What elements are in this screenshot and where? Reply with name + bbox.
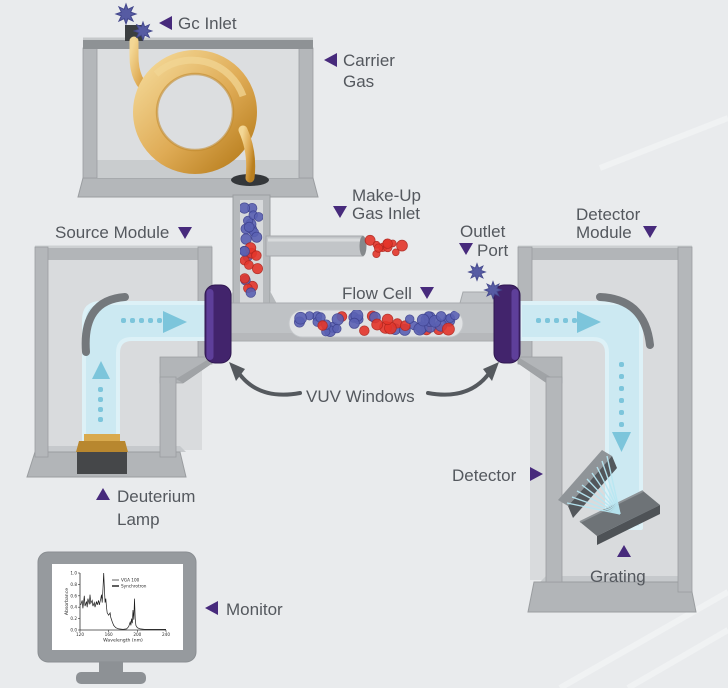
deuterium-label-line2: Lamp xyxy=(117,510,160,529)
diffraction-fan xyxy=(566,455,621,515)
molecule-burst-icon xyxy=(115,3,137,25)
arrow-down-icon xyxy=(333,206,347,218)
vuv-window-left xyxy=(204,284,232,364)
molecule-burst-icon xyxy=(484,281,502,299)
label-outlet-port: Outlet Port xyxy=(459,222,508,260)
label-makeup-gas-inlet: Make-Up Gas Inlet xyxy=(333,186,421,223)
svg-text:0.0: 0.0 xyxy=(70,628,77,633)
transfer-tube xyxy=(226,194,277,306)
carrier-gas-box xyxy=(77,25,319,198)
beam-direction-arrows xyxy=(536,311,631,452)
grating-label: Grating xyxy=(590,567,646,586)
svg-text:0.8: 0.8 xyxy=(70,582,77,587)
makeup-gas-molecules xyxy=(364,234,408,258)
makeup-label-line2: Gas Inlet xyxy=(352,204,420,223)
label-detector: Detector xyxy=(452,466,543,485)
svg-text:1.0: 1.0 xyxy=(70,571,77,576)
beam-direction-arrows xyxy=(92,311,187,422)
label-gc-inlet: Gc Inlet xyxy=(159,14,237,33)
carrier-gas-label-line1: Carrier xyxy=(343,51,395,70)
arrowhead-icon xyxy=(483,362,499,381)
flow-cell-label: Flow Cell xyxy=(342,284,412,303)
arrow-down-icon xyxy=(420,287,434,299)
detector-label: Detector xyxy=(452,466,517,485)
svg-text:0.4: 0.4 xyxy=(70,605,77,610)
label-deuterium-lamp: Deuterium Lamp xyxy=(96,487,195,529)
label-monitor: Monitor xyxy=(205,600,283,619)
svg-text:0.6: 0.6 xyxy=(70,593,77,598)
arrow-down-icon xyxy=(643,226,657,238)
label-source-module: Source Module xyxy=(55,223,192,242)
outlet-label-line1: Outlet xyxy=(460,222,506,241)
label-grating: Grating xyxy=(590,545,646,586)
monitor-base xyxy=(76,672,146,684)
vuv-window-right xyxy=(493,284,521,364)
monitor-stand xyxy=(99,662,123,674)
svg-text:Wavelength (nm): Wavelength (nm) xyxy=(103,638,143,644)
curved-arrow-right xyxy=(426,370,492,397)
molecule-burst-icon xyxy=(133,21,153,41)
vuv-windows-label: VUV Windows xyxy=(306,387,415,406)
arrow-up-icon xyxy=(96,488,110,500)
arrow-up-icon xyxy=(617,545,631,557)
outlet-label-line2: Port xyxy=(477,241,508,260)
detector-module-label-line1: Detector xyxy=(576,205,641,224)
gc-inlet-label: Gc Inlet xyxy=(178,14,237,33)
label-detector-module: Detector Module xyxy=(576,205,657,242)
monitor-screen xyxy=(52,564,183,650)
detector-element xyxy=(558,450,617,518)
label-flow-cell: Flow Cell xyxy=(342,284,434,303)
svg-text:200: 200 xyxy=(133,632,141,637)
arrowhead-icon xyxy=(229,362,245,381)
source-light-beam xyxy=(76,293,212,474)
arrow-down-icon xyxy=(178,227,192,239)
deuterium-lamp xyxy=(76,434,128,474)
molecule-burst-icon xyxy=(468,263,486,281)
arrow-left-icon xyxy=(324,53,337,67)
arrow-right-icon xyxy=(530,467,543,481)
arrow-left-icon xyxy=(159,16,172,30)
svg-text:Absorbance: Absorbance xyxy=(64,588,70,615)
makeup-gas-tube xyxy=(265,234,408,258)
arrow-down-icon xyxy=(459,243,473,255)
label-carrier-gas: Carrier Gas xyxy=(324,51,395,91)
svg-text:Synchrotron: Synchrotron xyxy=(121,584,147,589)
source-mirror-icon xyxy=(81,293,129,356)
labels: Gc Inlet Carrier Gas Source Module Make-… xyxy=(55,14,657,619)
monitor: 120 160 200 240 0.0 0.2 0.4 0.6 0.8 1.0Wavelength… xyxy=(37,551,197,684)
spectrum-chart: 120 160 200 240 0.0 0.2 0.4 0.6 0.8 1.0Wavelength… xyxy=(64,571,170,644)
gc-column-coil-icon xyxy=(129,36,257,183)
detector-module-label-line2: Module xyxy=(576,223,632,242)
source-module-label: Source Module xyxy=(55,223,169,242)
detector-mirror-icon xyxy=(596,293,654,349)
deuterium-label-line1: Deuterium xyxy=(117,487,195,506)
makeup-label-line1: Make-Up xyxy=(352,186,421,205)
svg-text:VGA 100: VGA 100 xyxy=(121,578,140,583)
svg-text:0.2: 0.2 xyxy=(70,616,77,621)
arrow-left-icon xyxy=(205,601,218,615)
monitor-label: Monitor xyxy=(226,600,283,619)
svg-text:120: 120 xyxy=(76,632,84,637)
svg-text:240: 240 xyxy=(162,632,170,637)
svg-text:160: 160 xyxy=(105,632,113,637)
carrier-gas-label-line2: Gas xyxy=(343,72,374,91)
label-vuv-windows: VUV Windows xyxy=(229,362,499,406)
transfer-tube-molecules xyxy=(240,202,263,298)
curved-arrow-left xyxy=(236,370,302,397)
flow-cell-molecules xyxy=(293,310,460,337)
